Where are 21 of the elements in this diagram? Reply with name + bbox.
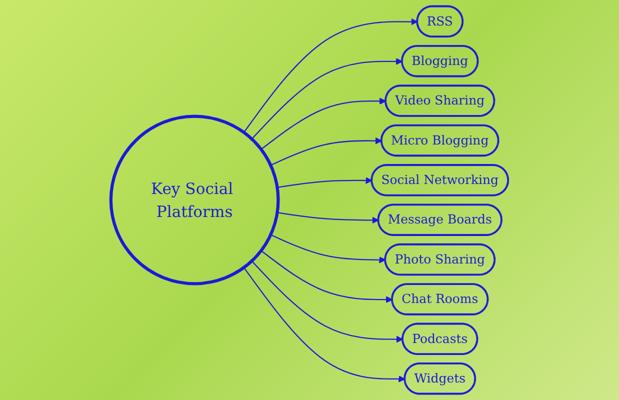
node-text: Blogging [412, 53, 468, 68]
node-text: Social Networking [381, 172, 498, 188]
arrow [277, 177, 372, 188]
arrow [251, 260, 404, 343]
node-text: RSS [426, 14, 453, 28]
node-text: Micro Blogging [391, 132, 489, 148]
node-text: Chat Rooms [402, 291, 478, 306]
arrow [270, 234, 386, 264]
node-text: Message Boards [388, 212, 492, 227]
arrow [251, 58, 403, 140]
node-circle: Key Social Platforms [109, 114, 280, 286]
arrow [243, 267, 406, 382]
arrow [260, 250, 393, 303]
node-text: Photo Sharing [394, 252, 485, 267]
node-text: Widgets [414, 370, 466, 386]
node-text: Podcasts [412, 331, 468, 346]
node-text: Video Sharing [395, 92, 485, 108]
arrow [270, 137, 382, 166]
arrow [260, 98, 386, 150]
arrow [243, 18, 418, 133]
arrow [277, 212, 379, 224]
